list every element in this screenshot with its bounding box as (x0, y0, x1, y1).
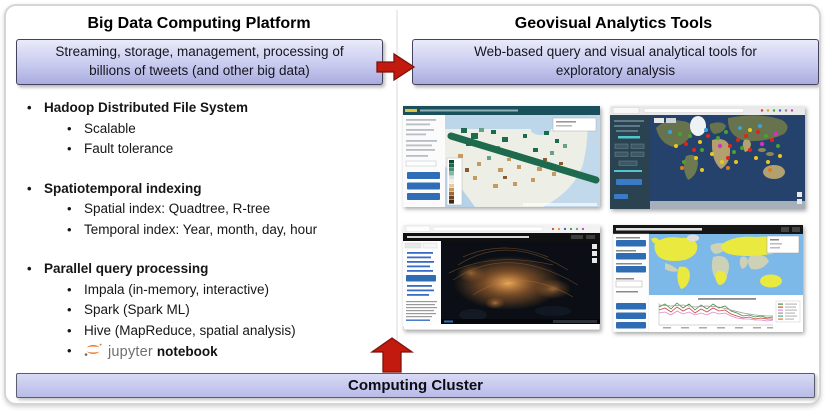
flow-arcs (448, 247, 579, 298)
bullet-item: • Scalable (67, 120, 136, 136)
bullet-item: • Spatial index: Quadtree, R-tree (67, 201, 271, 216)
chart-legend-box (775, 300, 801, 323)
computing-cluster-bar: Computing Cluster (16, 373, 815, 398)
bullet-heading-hdfs: • Hadoop Distributed File System (27, 100, 249, 115)
app-title-bar (613, 225, 803, 234)
continents (650, 115, 805, 209)
left-summary-text: Streaming, storage, management, processi… (55, 44, 344, 78)
map-overlay-legend (552, 117, 597, 132)
red-arrow-up-icon (368, 337, 416, 378)
eclipse-path-band (447, 132, 600, 184)
screenshot-us-county-choropleth (403, 106, 600, 207)
screenshot-world-symbol-map (610, 106, 805, 209)
jupyter-brand-text: jupyter (108, 343, 153, 360)
feature-list: • Hadoop Distributed File System • Scala… (24, 98, 389, 363)
app-sidebar (403, 241, 441, 326)
screenshot-dark-density-map (403, 225, 600, 330)
bullet-item: • Impala (in-memory, interactive) (67, 281, 270, 297)
jupyter-word-text: notebook (156, 343, 218, 359)
jupyter-logo-icon (84, 342, 103, 364)
bullet-heading-parallel: • Parallel query processing (27, 261, 209, 276)
red-arrow-right-icon (376, 50, 416, 89)
left-panel-title: Big Data Computing Platform (87, 15, 311, 32)
figure-card: Big Data Computing Platform Streaming, s… (4, 4, 821, 405)
bullet-item-jupyter: • jupyter notebook (64, 341, 389, 363)
right-summary-text: Web-based query and visual analytical to… (474, 44, 757, 78)
column-divider (396, 10, 398, 368)
bullet-item: • Temporal index: Year, month, day, hour (67, 221, 318, 237)
symbol-dots (668, 124, 782, 172)
selected-layer-button (406, 275, 436, 282)
sidebar-buttons (407, 172, 440, 200)
bullet-item: • Hive (MapReduce, spatial analysis) (67, 322, 296, 338)
screenshot-world-choropleth-timeline (613, 225, 803, 332)
right-panel-title: Geovisual Analytics Tools (514, 15, 713, 32)
computing-cluster-label: Computing Cluster (348, 377, 483, 394)
timeline-series (658, 302, 774, 322)
bullet-item: • Fault tolerance (67, 141, 174, 156)
bullet-heading-indexing: • Spatiotemporal indexing (27, 180, 202, 196)
bullet-item: • Spark (Spark ML) (67, 302, 190, 317)
left-summary-box: Streaming, storage, management, processi… (16, 39, 383, 85)
right-summary-box: Web-based query and visual analytical to… (412, 39, 819, 85)
